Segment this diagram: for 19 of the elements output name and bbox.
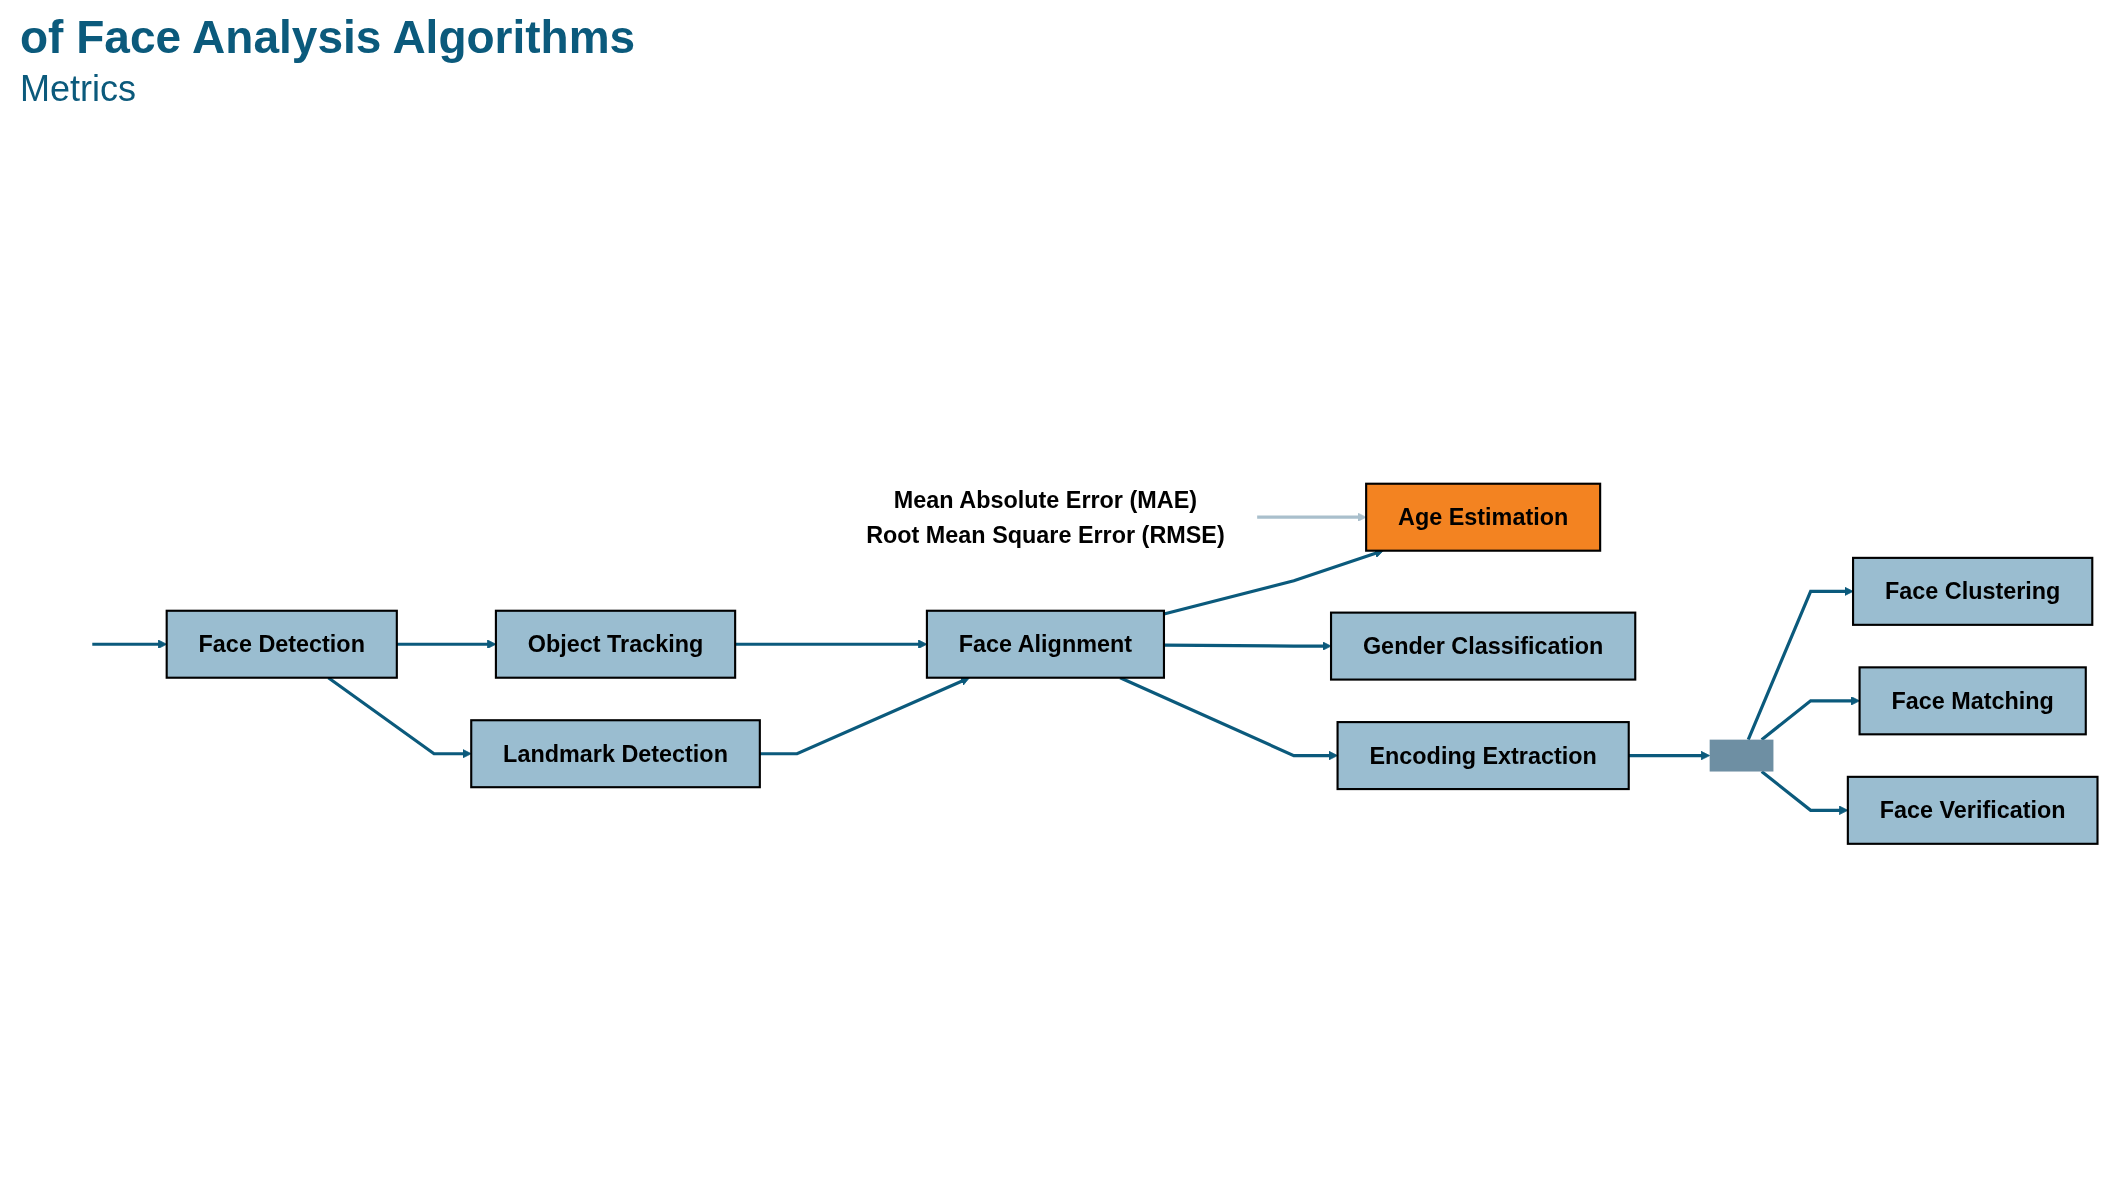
node-box: Encoding Extraction — [1336, 721, 1630, 791]
node-box: Face Clustering — [1852, 556, 2094, 626]
node-box: Landmark Detection — [470, 719, 761, 789]
node-text: Mean Absolute Error (MAE) Root Mean Square Error (RMSE) — [866, 486, 1225, 549]
arrow — [1256, 512, 1367, 522]
node-box: Face Detection — [165, 609, 398, 679]
title: of Face Analysis Algorithms — [20, 10, 636, 64]
node-box: Face Alignment — [925, 609, 1166, 679]
node-bar — [1709, 739, 1774, 772]
arrow — [1760, 696, 1860, 741]
arrow — [1628, 750, 1711, 761]
arrow — [1746, 586, 1854, 741]
node-box: Face Verification — [1846, 775, 2099, 845]
subtitle: Metrics — [20, 68, 137, 110]
node-box: Face Matching — [1858, 666, 2087, 736]
node-box: Object Tracking — [494, 609, 737, 679]
node-box: Gender Classification — [1329, 611, 1637, 681]
arrow — [1163, 641, 1332, 651]
node-box: Age Estimation — [1365, 482, 1602, 552]
